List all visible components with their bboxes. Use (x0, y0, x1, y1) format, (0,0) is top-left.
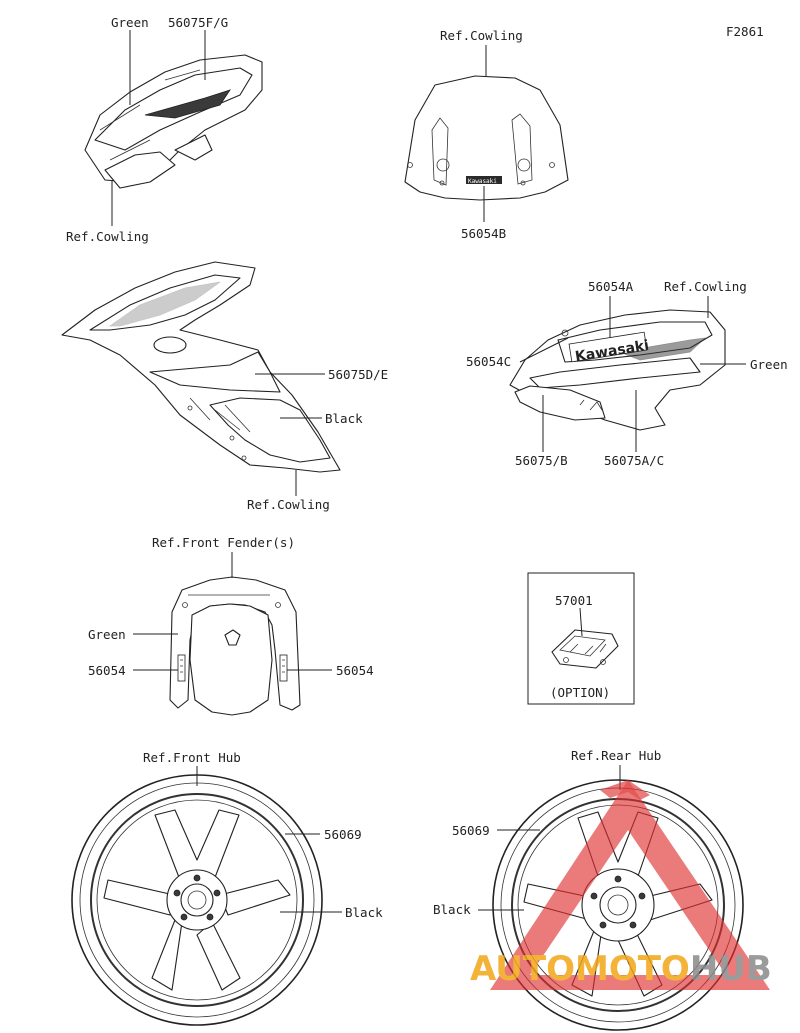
label-57001: 57001 (555, 593, 593, 608)
upper-cowling-drawing (84, 54, 263, 189)
label-ref-cowling-side: Ref.Cowling (247, 497, 330, 512)
label-56075ac: 56075A/C (604, 453, 664, 468)
label-56075de: 56075D/E (328, 367, 388, 382)
watermark-auto: AUTO (470, 949, 575, 989)
label-black-rear: Black (433, 902, 471, 917)
figure-id: F2861 (726, 24, 764, 39)
label-56054b: 56054B (461, 226, 506, 241)
watermark-logo: AUTOMOTOHUB (470, 780, 772, 990)
label-green-right: Green (750, 357, 788, 372)
label-option: (OPTION) (550, 685, 610, 700)
label-56075fg: 56075F/G (168, 15, 228, 30)
label-56054c: 56054C (466, 354, 511, 369)
watermark-moto: MOTO (575, 949, 690, 989)
label-ref-cowling-windshield: Ref.Cowling (440, 28, 523, 43)
label-ref-rear-hub: Ref.Rear Hub (571, 748, 661, 763)
label-ref-front-hub: Ref.Front Hub (143, 750, 241, 765)
side-cowling-drawing (61, 261, 341, 473)
front-wheel-drawing (71, 774, 323, 1026)
label-56054-right: 56054 (336, 663, 374, 678)
tank-shroud-drawing (509, 309, 726, 431)
label-green-fender: Green (88, 627, 126, 642)
label-ref-cowling-right: Ref.Cowling (664, 279, 747, 294)
label-56054a: 56054A (588, 279, 634, 294)
option-kit-box (527, 572, 635, 705)
label-56069-rear: 56069 (452, 823, 490, 838)
label-green-top-left: Green (111, 15, 149, 30)
label-56075b: 56075/B (515, 453, 568, 468)
label-ref-front-fender: Ref.Front Fender(s) (152, 535, 295, 550)
watermark-hub: HUB (690, 949, 772, 989)
label-black-side: Black (325, 411, 363, 426)
label-56054-left: 56054 (88, 663, 126, 678)
windshield-logo: Kawasaki (468, 178, 497, 185)
leader-57001 (579, 607, 583, 637)
front-fender-drawing (169, 576, 301, 716)
label-black-front: Black (345, 905, 383, 920)
watermark-triangle-icon (490, 780, 770, 990)
leader-56054c (519, 337, 569, 363)
label-56069-front: 56069 (324, 827, 362, 842)
label-ref-cowling-top-left: Ref.Cowling (66, 229, 149, 244)
watermark-peak-icon (600, 780, 650, 800)
watermark-text: AUTOMOTOHUB (470, 949, 772, 989)
windshield-drawing (404, 75, 569, 201)
